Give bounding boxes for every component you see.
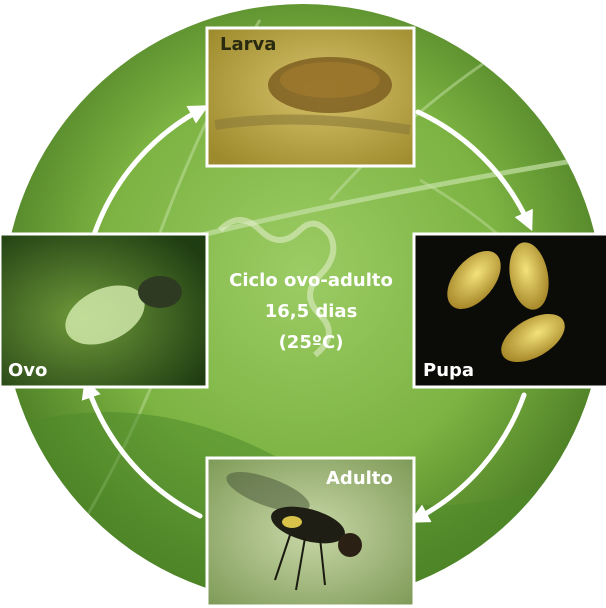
center-line-3: (25ºC) — [279, 332, 344, 353]
center-line-2: 16,5 dias — [265, 301, 358, 322]
adulto-label: Adulto — [326, 468, 393, 489]
larva-label: Larva — [220, 34, 276, 55]
ovo-label: Ovo — [8, 360, 47, 381]
center-line-1: Ciclo ovo-adulto — [229, 270, 393, 291]
pupa-panel: Pupa — [414, 234, 606, 387]
larva-panel: Larva — [207, 28, 414, 166]
ovo-panel: Ovo — [0, 234, 207, 387]
adulto-panel: Adulto — [207, 458, 414, 606]
pupa-label: Pupa — [423, 360, 474, 381]
